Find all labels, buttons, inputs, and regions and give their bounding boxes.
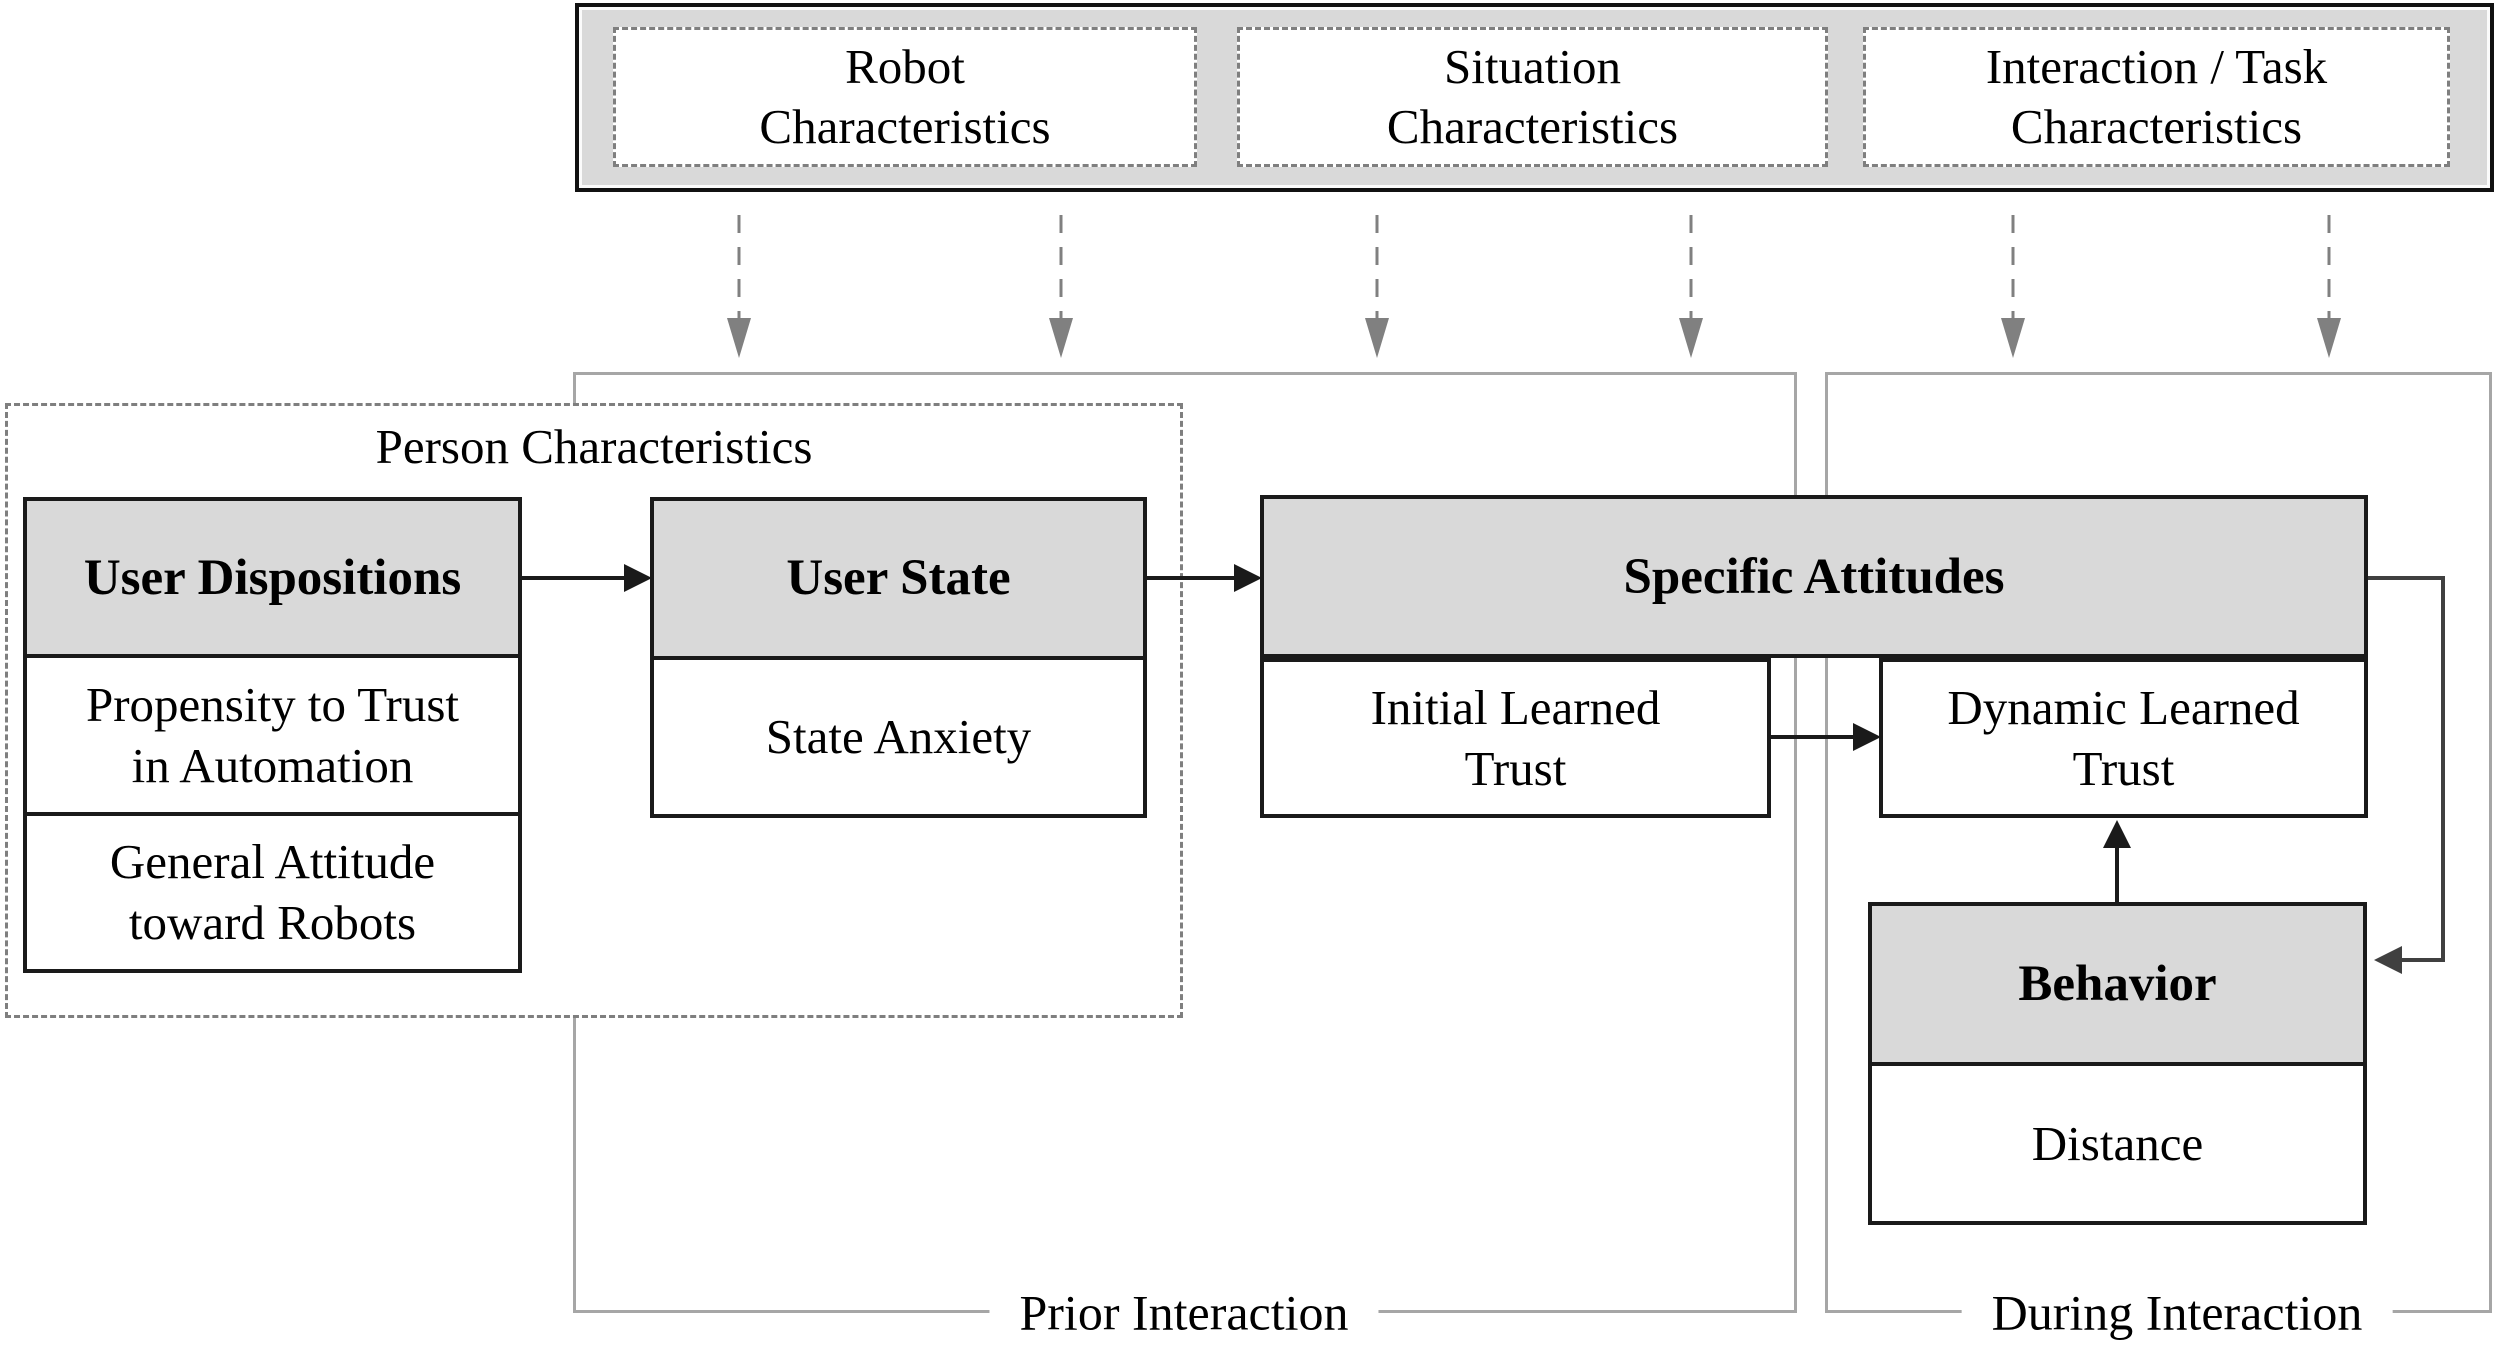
user-dispositions-title: User Dispositions [27, 501, 518, 655]
interaction-task-characteristics-label: Interaction / Task Characteristics [1985, 39, 2328, 154]
dashed-arrow-situation-1 [1365, 215, 1389, 358]
interaction-task-characteristics-box: Interaction / Task Characteristics [1863, 27, 2450, 167]
general-attitude-row: General Attitude toward Robots [27, 811, 518, 969]
user-state-title: User State [654, 501, 1143, 656]
initial-learned-trust-box: Initial Learned Trust [1260, 658, 1771, 818]
dashed-arrow-interaction-2 [2317, 215, 2341, 358]
prior-interaction-label: Prior Interaction [989, 1279, 1379, 1347]
robot-characteristics-label: Robot Characteristics [759, 39, 1051, 154]
user-state-box: User State State Anxiety [650, 497, 1147, 818]
dashed-arrow-interaction-1 [2001, 215, 2025, 358]
during-interaction-label: During Interaction [1961, 1279, 2393, 1347]
specific-attitudes-title: Specific Attitudes [1264, 499, 2364, 654]
situation-characteristics-label: Situation Characteristics [1386, 39, 1679, 154]
initial-learned-trust-label: Initial Learned Trust [1264, 662, 1767, 814]
specific-attitudes-box: Specific Attitudes [1260, 495, 2368, 658]
behavior-box: Behavior Distance [1868, 902, 2367, 1225]
dashed-arrow-situation-2 [1679, 215, 1703, 358]
distance-row: Distance [1872, 1061, 2363, 1221]
person-characteristics-label: Person Characteristics [375, 419, 813, 474]
robot-characteristics-box: Robot Characteristics [613, 27, 1197, 167]
dashed-arrow-robot-1 [727, 215, 751, 358]
dynamic-learned-trust-label: Dynamic Learned Trust [1883, 662, 2364, 814]
behavior-title: Behavior [1872, 906, 2363, 1062]
state-anxiety-row: State Anxiety [654, 655, 1143, 814]
situation-characteristics-box: Situation Characteristics [1237, 27, 1828, 167]
user-dispositions-box: User Dispositions Propensity to Trust in… [23, 497, 522, 973]
propensity-to-trust-row: Propensity to Trust in Automation [27, 654, 518, 812]
dashed-arrow-robot-2 [1049, 215, 1073, 358]
dynamic-learned-trust-box: Dynamic Learned Trust [1879, 658, 2368, 818]
